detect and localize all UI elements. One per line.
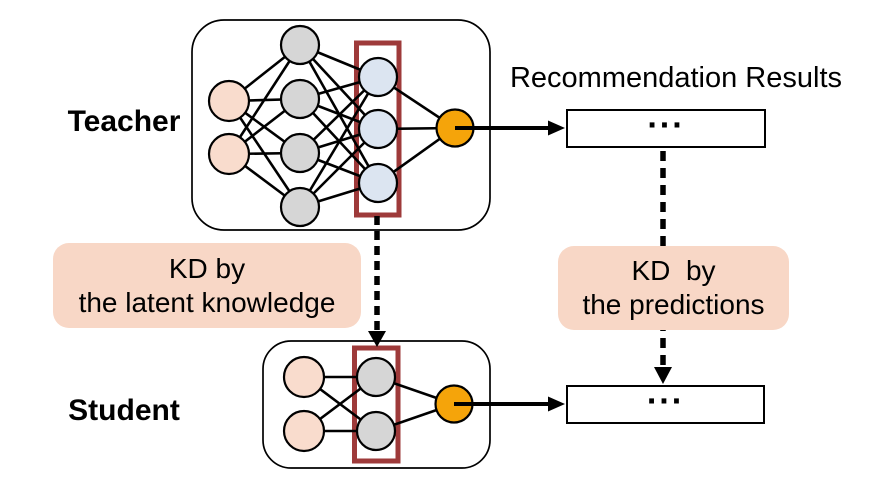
kd-predictions-line1: KD by <box>631 255 716 286</box>
student-results-box: ... <box>566 373 765 424</box>
teacher-hidden-node <box>279 132 321 174</box>
teacher-hidden-node <box>279 186 321 228</box>
teacher-input-node <box>207 132 251 176</box>
student-nodes <box>282 355 474 453</box>
student-output-arrow <box>454 396 565 412</box>
student-results-ellipsis: ... <box>646 373 685 412</box>
teacher-hidden-node <box>279 78 321 120</box>
teacher-results-box: ... <box>566 97 766 148</box>
teacher-latent-node <box>357 108 399 150</box>
teacher-output-arrow <box>455 120 565 136</box>
kd-latent-arrow <box>368 216 386 347</box>
teacher-latent-node <box>357 162 399 204</box>
recommendation-results-label: Recommendation Results <box>509 62 843 94</box>
kd-latent-knowledge-box: KD by the latent knowledge <box>53 243 361 328</box>
student-label: Student <box>68 394 180 427</box>
teacher-latent-node <box>357 56 399 98</box>
teacher-hidden-node <box>279 24 321 66</box>
kd-latent-line2: the latent knowledge <box>78 286 336 318</box>
kd-latent-line1: KD by <box>168 252 246 284</box>
student-input-node <box>282 355 326 399</box>
teacher-nodes <box>207 24 475 228</box>
teacher-label: Teacher <box>67 105 181 138</box>
student-latent-layer-highlight <box>352 345 401 464</box>
student-latent-node <box>355 356 397 398</box>
kd-predictions-line2: the predictions <box>582 289 765 320</box>
kd-predictions-box: KD by the predictions <box>558 246 789 330</box>
student-latent-node <box>355 410 397 452</box>
teacher-input-node <box>207 79 251 123</box>
student-input-node <box>282 409 326 453</box>
teacher-results-ellipsis: ... <box>647 97 685 136</box>
